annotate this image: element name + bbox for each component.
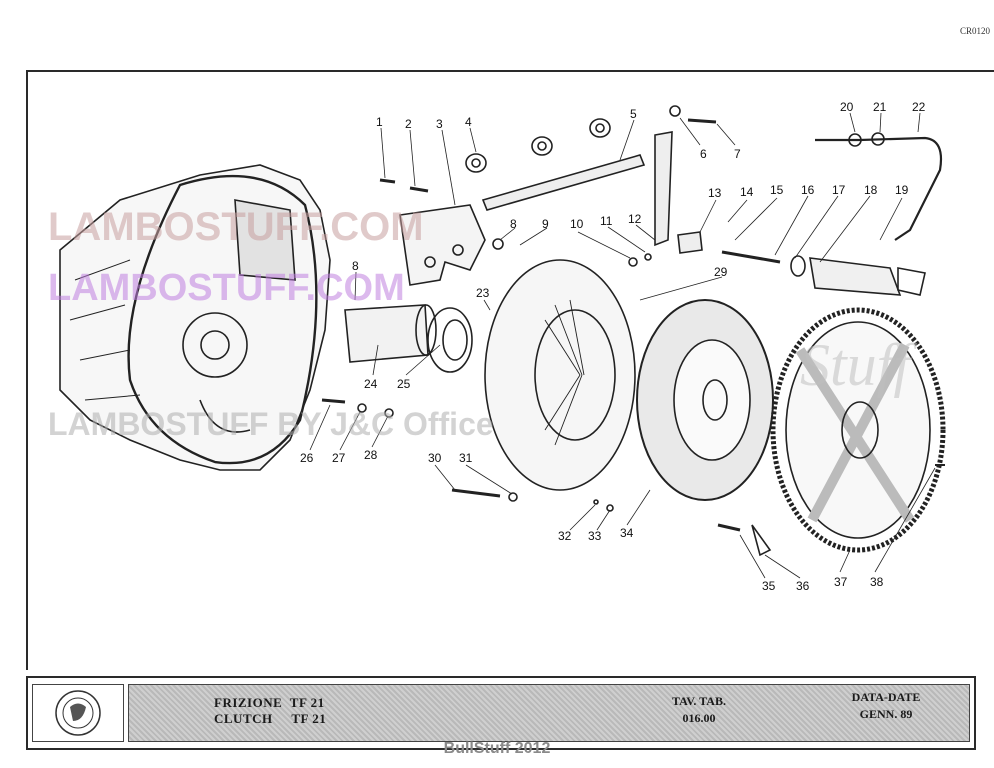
callout-18: 18	[864, 183, 878, 197]
callout-21: 21	[873, 100, 887, 114]
callout-28: 28	[364, 448, 378, 462]
callout-15: 15	[770, 183, 784, 197]
callout-4: 4	[465, 115, 472, 129]
clutch-lever	[654, 131, 673, 247]
callout-9: 9	[542, 217, 549, 231]
callout-13: 13	[708, 186, 722, 200]
model-italian: TF 21	[289, 695, 325, 710]
exploded-view-drawing: 1 2 3 4 5 6 7 8 8 9 10 11 12 13 14 15 16…	[48, 100, 946, 593]
name-italian: FRIZIONE	[214, 695, 283, 710]
model-english: TF 21	[291, 711, 327, 726]
callout-26: 26	[300, 451, 314, 465]
callout-19: 19	[895, 183, 909, 197]
callout-38: 38	[870, 575, 884, 589]
watermark: LAMBOSTUFF.COM LAMBOSTUFF.COM LAMBOSTUFF…	[48, 205, 917, 442]
callout-22: 22	[912, 100, 926, 114]
release-fork	[399, 204, 486, 286]
slave-cylinder	[677, 231, 926, 296]
sheet-code: CR0120	[959, 26, 990, 36]
callout-14: 14	[740, 185, 754, 199]
flywheel	[770, 307, 946, 553]
callout-24: 24	[364, 377, 378, 391]
callout-25: 25	[397, 377, 411, 391]
title-block: FRIZIONE TF 21 CLUTCH TF 21 TAV. TAB. 01…	[26, 676, 976, 750]
bell-housing	[59, 164, 331, 471]
callout-36: 36	[796, 579, 810, 593]
image-caption: BullStuff 2012	[443, 740, 551, 757]
part-group-name: FRIZIONE TF 21 CLUTCH TF 21	[214, 695, 326, 727]
callout-12: 12	[628, 212, 642, 226]
callout-23: 23	[476, 286, 490, 300]
release-bearing	[427, 307, 473, 373]
callout-10: 10	[570, 217, 584, 231]
callout-3: 3	[436, 117, 443, 131]
fork-shaft	[481, 154, 646, 211]
callout-5: 5	[630, 107, 637, 121]
callout-33: 33	[588, 529, 602, 543]
callout-32: 32	[558, 529, 572, 543]
hydraulic-line	[815, 136, 943, 241]
clutch-disc	[636, 299, 774, 501]
watermark-script: Stuff	[800, 332, 917, 398]
date-block: DATA-DATE GENN. 89	[831, 689, 941, 723]
watermark-line-1: LAMBOSTUFF.COM	[48, 205, 424, 249]
callout-17: 17	[832, 183, 846, 197]
bushings	[465, 118, 611, 173]
callout-35: 35	[762, 579, 776, 593]
callout-1: 1	[376, 115, 383, 129]
callout-11: 11	[600, 214, 613, 228]
pressure-plate	[484, 259, 636, 491]
table-code: TAV. TAB. 016.00	[654, 693, 744, 727]
manufacturer-seal	[32, 684, 124, 742]
callout-2: 2	[405, 117, 412, 131]
watermark-line-2: LAMBOSTUFF.COM	[48, 267, 405, 309]
callout-34: 34	[620, 526, 634, 540]
callout-30: 30	[428, 451, 442, 465]
table-number: 016.00	[682, 711, 716, 725]
title-panel: FRIZIONE TF 21 CLUTCH TF 21 TAV. TAB. 01…	[128, 684, 970, 742]
leader-lines	[309, 112, 936, 579]
date-label: DATA-DATE	[851, 690, 921, 704]
callout-37: 37	[834, 575, 848, 589]
name-english: CLUTCH	[214, 711, 273, 726]
table-label: TAV. TAB.	[672, 694, 726, 708]
date-value: GENN. 89	[859, 707, 913, 721]
drawing-frame	[26, 70, 994, 670]
callout-8b: 8	[510, 217, 517, 231]
callout-20: 20	[840, 100, 854, 114]
watermark-line-3: LAMBOSTUFF BY J&C Office	[48, 406, 494, 442]
callout-8a: 8	[352, 259, 359, 273]
callout-16: 16	[801, 183, 815, 197]
callout-6: 6	[700, 147, 707, 161]
callout-numbers: 1 2 3 4 5 6 7 8 8 9 10 11 12 13 14 15 16…	[300, 100, 926, 593]
callout-7: 7	[734, 147, 741, 161]
callout-31: 31	[459, 451, 473, 465]
callout-29: 29	[714, 265, 728, 279]
callout-27: 27	[332, 451, 346, 465]
